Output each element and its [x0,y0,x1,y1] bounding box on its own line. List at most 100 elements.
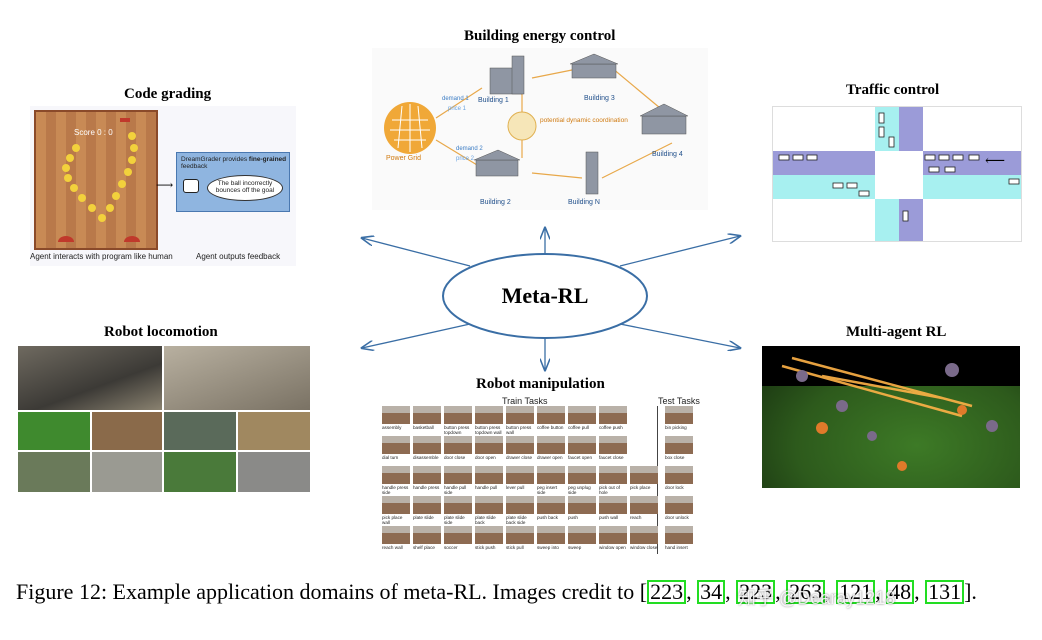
building-1-label: Building 1 [478,97,509,104]
arrow-right-icon: ⟶ [156,178,174,192]
demand-2-label: demand 2 [456,146,483,152]
task-thumbnail [630,496,658,514]
left-caption: Agent interacts with program like human [30,252,173,261]
task-label: reach wall [382,545,403,550]
price-2-label: price 2 [456,156,475,162]
task-thumbnail [444,496,472,514]
task-label: lever pull [506,485,525,490]
task-thumbnail [413,526,441,544]
robot-photo-field [164,452,236,492]
citation-link[interactable]: 34 [697,580,726,604]
arrow-to-locomotion [362,323,471,348]
laser-beams [781,356,998,471]
task-thumbnail [665,496,693,514]
task-thumbnail [599,526,627,544]
task-label: push wall [599,515,619,520]
task-thumbnail [413,466,441,484]
task-label: hand insert [665,545,688,550]
task-label: pick place [630,485,651,490]
task-label: sweep [568,545,582,550]
task-label: bin picking [665,425,687,430]
task-label: button press wall [506,425,532,435]
task-thumbnail [382,496,410,514]
arrow-to-code-grading [362,238,471,267]
task-label: shelf place [413,545,435,550]
task-label: window close [630,545,658,550]
task-label: pick out of hole [599,485,620,495]
task-thumbnail [665,436,693,454]
task-thumbnail [382,466,410,484]
task-label: sweep into [537,545,559,550]
traffic-title: Traffic control [846,82,940,98]
task-label: drawer open [537,455,563,460]
task-label: door close [444,455,466,460]
task-thumbnail [506,466,534,484]
robot-photo-mud [18,452,90,492]
task-label: coffee pull [568,425,589,430]
citation-link[interactable]: 263 [786,580,826,604]
task-label: drawer close [506,455,533,460]
price-1-label: price 1 [448,106,467,112]
task-thumbnail [475,436,503,454]
task-label: coffee button [537,425,564,430]
task-label: handle press side [382,485,409,495]
task-label: plate slide back [475,515,496,525]
task-label: button press topdown [444,425,470,435]
figure-caption: Figure 12: Example application domains o… [16,578,1026,606]
task-thumbnail [665,526,693,544]
task-label: pick place wall [382,515,403,525]
task-thumbnail [599,466,627,484]
citation-link[interactable]: 131 [925,580,965,604]
arrow-to-traffic [619,236,740,267]
building-3-label: Building 3 [584,95,615,102]
grader-header: DreamGrader provides fine-grained feedba… [181,156,287,170]
task-thumbnail [537,436,565,454]
task-thumbnail [382,526,410,544]
task-thumbnail [568,406,596,424]
caption-end: ]. [964,579,977,604]
multiagent-title: Multi-agent RL [846,324,947,340]
task-thumbnail [506,436,534,454]
robot-photo-gravel [164,346,310,410]
task-label: disassemble [413,455,439,460]
citation-link[interactable]: 223 [647,580,687,604]
traffic-arrow-icon: ⟵ [985,154,1006,169]
building-diagram: Power Grid Building 1 Building 3 Buildin… [384,53,689,206]
arrow-to-multiagent [619,323,740,348]
task-label: assembly [382,425,402,430]
task-thumbnail [537,466,565,484]
citation-link[interactable]: 223 [736,580,776,604]
task-thumbnail [599,436,627,454]
task-thumbnail [568,496,596,514]
ball-trail [58,118,140,242]
citation-list: [223, 34, 223, 263, 121, 48, 131 [640,579,965,604]
citation-link[interactable]: 121 [836,580,876,604]
task-thumbnail [444,436,472,454]
coordination-label: potential dynamic coordination [540,117,628,124]
task-thumbnail [630,466,658,484]
task-thumbnail [599,406,627,424]
task-label: push [568,515,578,520]
task-label: plate slide side [444,515,465,525]
task-label: box close [665,455,685,460]
task-thumbnail [630,526,658,544]
bounce-game-screen: Score 0 : 0 [34,110,158,250]
task-thumbnail [665,406,693,424]
task-label: soccer [444,545,458,550]
task-thumbnail [665,466,693,484]
traffic-cars [778,112,1020,222]
task-label: plate slide [413,515,434,520]
task-label: peg unplug side [568,485,591,495]
locomotion-collage [18,346,310,492]
robot-photo-path [92,452,162,492]
building-n-label: Building N [568,199,600,206]
task-thumbnail [537,496,565,514]
intersection [875,151,923,199]
task-thumbnail [413,406,441,424]
task-thumbnail [568,436,596,454]
task-label: plate slide back side [506,515,527,525]
task-label: door unlock [665,515,689,520]
task-label: peg insert side [537,485,558,495]
task-thumbnail [444,406,472,424]
